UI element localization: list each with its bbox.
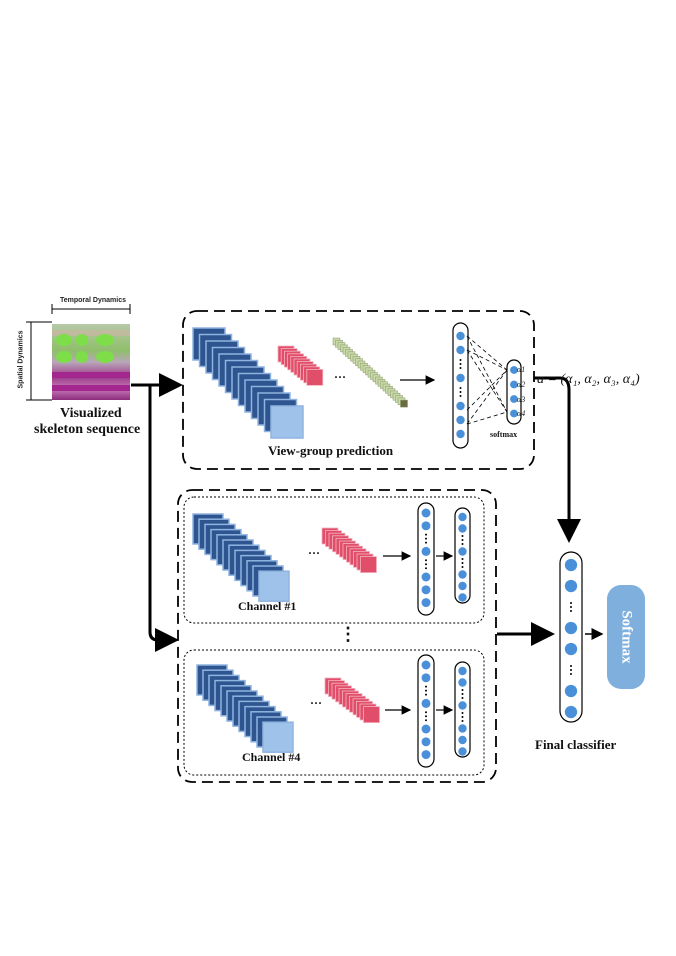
alpha-1: α1	[517, 365, 526, 374]
view-red-stack	[277, 345, 324, 386]
alpha-2: α2	[517, 380, 526, 389]
view-node-column	[452, 322, 469, 449]
ch1-red-stack	[321, 527, 377, 573]
softmax-box: Softmax	[607, 585, 645, 689]
view-group-box	[182, 310, 535, 470]
ch4-red-stack	[324, 677, 380, 723]
ch1-node-column-2	[454, 507, 471, 604]
ch4-node-column-1	[417, 654, 435, 768]
temporal-dynamics-label: Temporal Dynamics	[60, 297, 127, 304]
view-fc-stack	[332, 337, 408, 408]
spatial-dynamics-label: Spatial Dynamics	[17, 330, 25, 389]
softmax-small-label: softmax	[490, 430, 518, 439]
temporal-dimension-marker	[51, 304, 131, 314]
ch1-node-column-1	[417, 502, 435, 616]
ellipsis-view: ···	[334, 370, 347, 384]
channel4-box	[183, 649, 485, 776]
ellipsis-ch1: ···	[308, 546, 321, 560]
main-arrows	[131, 373, 604, 715]
visualized-label: Visualized	[60, 406, 122, 421]
alpha-3: α3	[517, 395, 526, 404]
ch4-conv-stack	[196, 664, 294, 753]
alpha-node-column	[506, 359, 522, 425]
attention-equation: a = (α₁, α₂, α₃, α₄)	[537, 372, 640, 387]
final-classifier-label: Final classifier	[535, 737, 617, 752]
view-group-prediction-label: View-group prediction	[268, 443, 394, 458]
spatial-dimension-marker	[26, 321, 52, 401]
channel-1-label: Channel #1	[238, 599, 297, 613]
ellipsis-ch4: ···	[310, 696, 323, 710]
skeleton-sequence-label: skeleton sequence	[34, 422, 141, 437]
channel-4-label: Channel #4	[242, 750, 301, 764]
view-conv-stack	[192, 327, 304, 439]
skeleton-image	[52, 324, 130, 400]
channels-vertical-ellipsis: ⋮	[339, 624, 357, 644]
softmax-connections	[466, 335, 508, 425]
channel1-box	[183, 496, 485, 624]
alpha-4: α4	[517, 409, 526, 418]
softmax-box-label: Softmax	[618, 610, 635, 664]
ch1-conv-stack	[192, 513, 290, 602]
final-classifier-column	[559, 551, 583, 723]
ch4-node-column-2	[454, 661, 471, 758]
